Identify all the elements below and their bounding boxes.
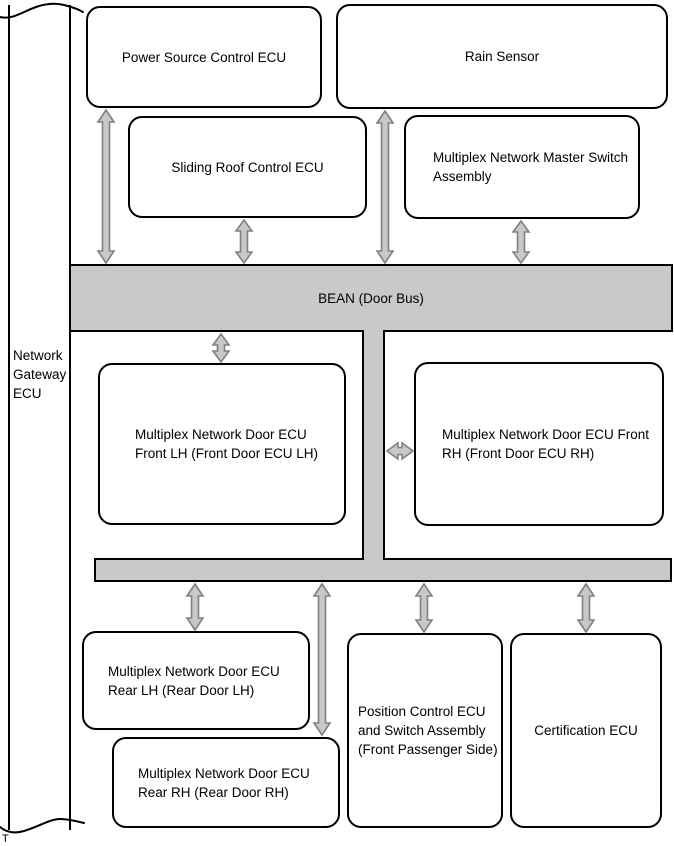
connector-bus-certification [576, 582, 596, 634]
connector-bus-rear-rh [312, 582, 332, 737]
position-control-ecu-label: Position Control ECU and Switch Assembly… [358, 704, 498, 757]
rain-sensor-box: Rain Sensor [336, 4, 668, 109]
power-source-control-ecu-box: Power Source Control ECU [86, 6, 322, 108]
certification-ecu-box: Certification ECU [510, 633, 662, 828]
vertical-bus-segment [362, 332, 385, 558]
door-ecu-rear-lh-box: Multiplex Network Door ECU Rear LH (Rear… [82, 631, 310, 730]
connector-master-switch-bean [511, 219, 531, 265]
network-gateway-ecu-bar: Network Gateway ECU [8, 5, 71, 830]
multiplex-master-switch-assembly-box: Multiplex Network Master Switch Assembly [404, 115, 640, 219]
connector-bus-position-control [414, 582, 434, 634]
sliding-roof-control-ecu-box: Sliding Roof Control ECU [128, 116, 367, 218]
door-ecu-front-lh-box: Multiplex Network Door ECU Front LH (Fro… [98, 363, 346, 525]
multiplex-master-switch-assembly-label: Multiplex Network Master Switch Assembly [433, 150, 629, 184]
connector-sliding-roof-bean [234, 218, 254, 265]
door-ecu-rear-rh-box: Multiplex Network Door ECU Rear RH (Rear… [112, 737, 340, 828]
rain-sensor-label: Rain Sensor [464, 49, 540, 64]
lower-door-bus-bar [94, 558, 672, 582]
door-ecu-front-rh-label: Multiplex Network Door ECU Front RH (Fro… [442, 427, 650, 461]
bus-junction-patch-bottom [364, 556, 383, 561]
door-ecu-rear-rh-label: Multiplex Network Door ECU Rear RH (Rear… [138, 765, 310, 800]
network-gateway-ecu-label: Network Gateway ECU [13, 348, 67, 401]
connector-bean-front-lh [211, 332, 231, 364]
bean-door-bus-bar: BEAN (Door Bus) [69, 264, 673, 332]
door-ecu-front-lh-label: Multiplex Network Door ECU Front LH (Fro… [135, 427, 319, 461]
footnote-mark: T [2, 833, 9, 845]
connector-power-source-bean [96, 108, 116, 265]
bean-door-bus-label: BEAN (Door Bus) [318, 290, 424, 306]
bus-junction-patch-top [364, 329, 383, 333]
certification-ecu-label: Certification ECU [534, 723, 638, 738]
connector-rain-sensor-bean [375, 109, 395, 265]
sliding-roof-control-ecu-label: Sliding Roof Control ECU [171, 159, 324, 175]
door-ecu-front-rh-box: Multiplex Network Door ECU Front RH (Fro… [414, 362, 664, 526]
connector-bus-front-rh [385, 441, 415, 461]
position-control-ecu-box: Position Control ECU and Switch Assembly… [347, 633, 503, 828]
door-ecu-rear-lh-label: Multiplex Network Door ECU Rear LH (Rear… [108, 663, 280, 698]
power-source-control-ecu-label: Power Source Control ECU [121, 49, 287, 65]
connector-bus-rear-lh [185, 582, 205, 632]
